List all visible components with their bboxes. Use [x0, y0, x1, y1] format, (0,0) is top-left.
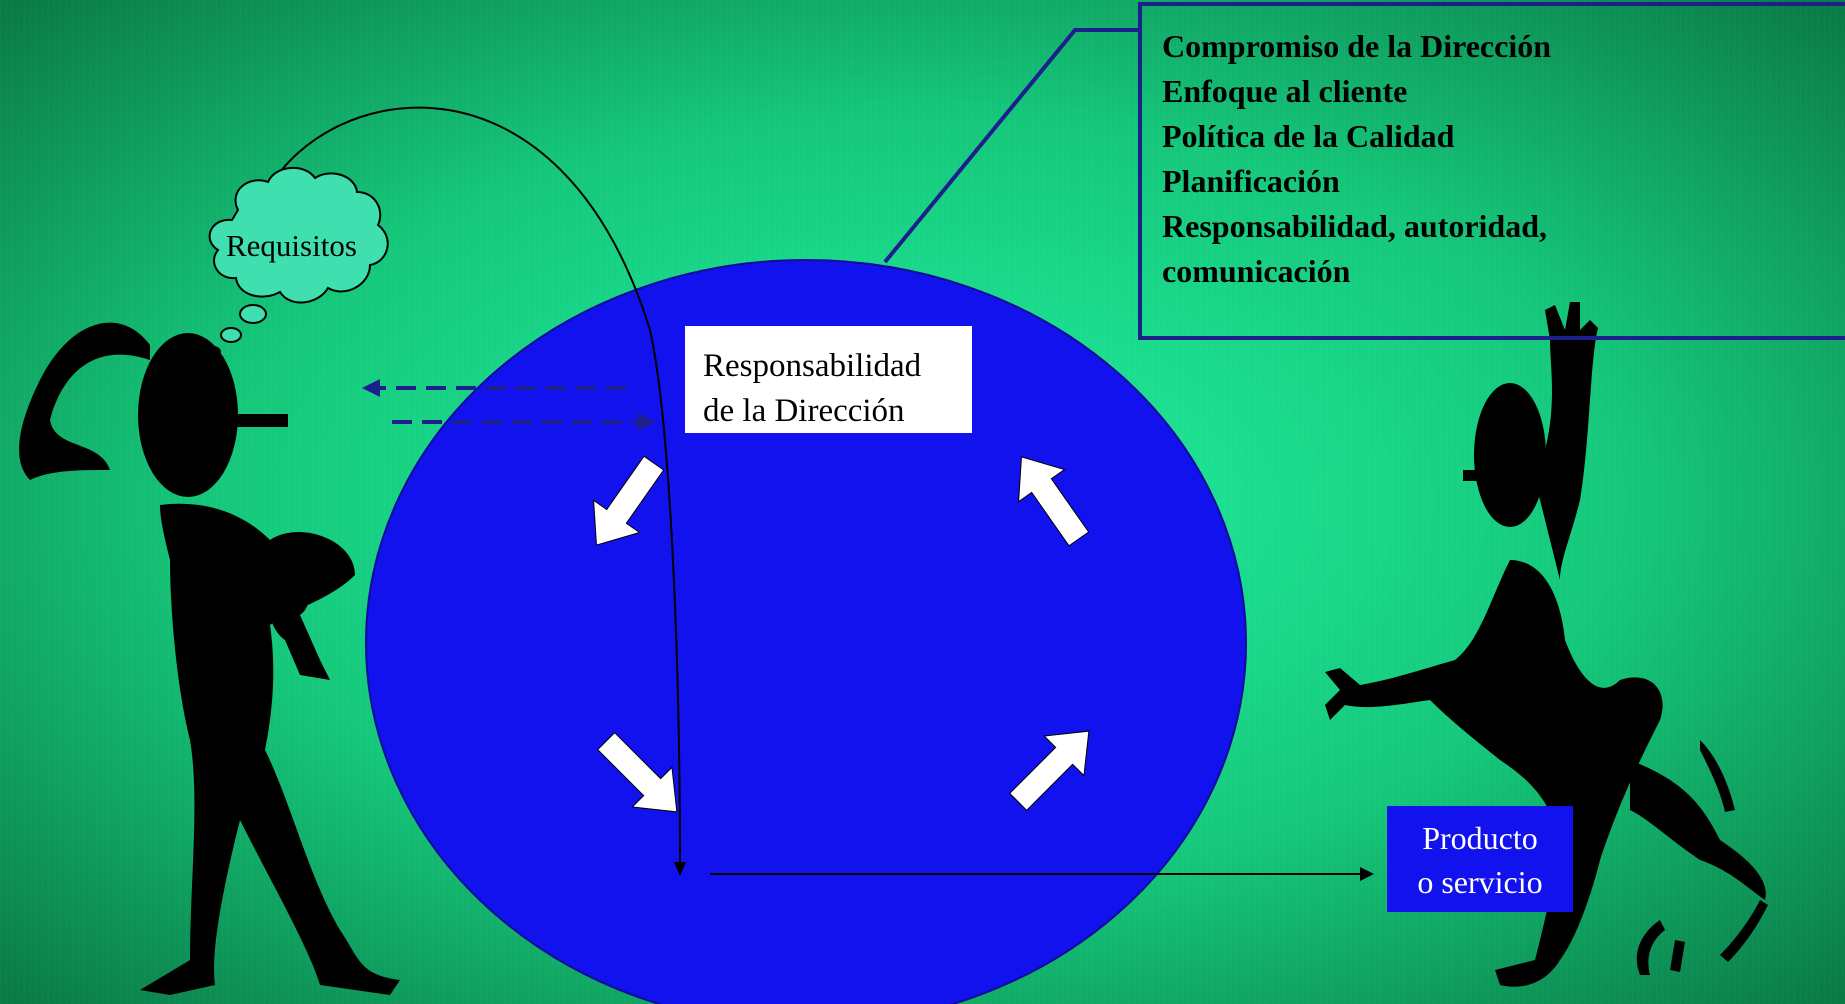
topic-responsibility: Responsabilidad, autoridad,	[1162, 208, 1548, 244]
center-label-line2: de la Dirección	[703, 393, 905, 429]
callout-line	[883, 28, 1138, 264]
cycle-arrow-up-left	[1018, 456, 1090, 547]
dashed-arrowhead-left	[362, 379, 380, 397]
topic-planning: Planificación	[1162, 163, 1340, 199]
topic-customer-focus: Enfoque al cliente	[1162, 73, 1408, 109]
topic-commitment: Compromiso de la Dirección	[1162, 28, 1551, 64]
requirements-flow-arc	[267, 106, 681, 871]
output-line1: Producto	[1422, 820, 1538, 856]
process-ellipse	[365, 259, 1247, 1004]
responsibility-topics-box: Compromiso de la Dirección Enfoque al cl…	[1138, 2, 1845, 340]
requisitos-label: Requisitos	[226, 228, 357, 263]
output-line2: o servicio	[1417, 864, 1543, 900]
topic-communication: comunicación	[1162, 253, 1351, 289]
product-service-box: Producto o servicio	[1387, 806, 1573, 912]
requisitos-cloud	[205, 166, 389, 358]
cycle-arrow-up-right	[1008, 730, 1090, 812]
arc-arrowhead	[674, 862, 686, 876]
management-responsibility-label: Responsabilidad de la Dirección	[685, 326, 972, 433]
center-label-line1: Responsabilidad	[703, 348, 922, 384]
topic-quality-policy: Política de la Calidad	[1162, 118, 1455, 154]
dashed-arrowhead-right	[638, 413, 656, 431]
cycle-arrow-down-left	[593, 455, 665, 546]
output-arrowhead	[1360, 867, 1374, 881]
cycle-arrow-down-right	[596, 731, 678, 813]
customer-figure	[19, 322, 400, 995]
satisfied-figure	[1325, 302, 1768, 987]
